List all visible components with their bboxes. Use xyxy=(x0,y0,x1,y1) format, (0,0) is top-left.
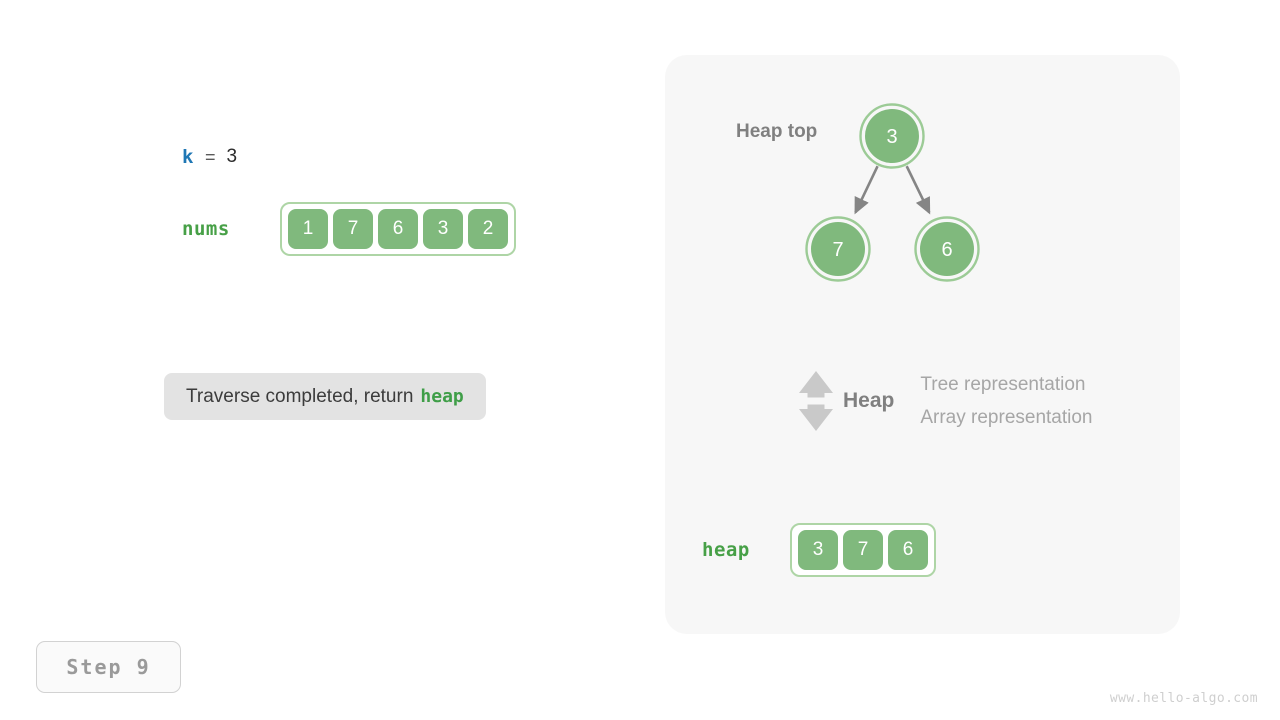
array-cell: 7 xyxy=(842,529,884,571)
step-badge-label: Step 9 xyxy=(66,655,151,679)
array-cell: 2 xyxy=(467,208,509,250)
status-message-text: Traverse completed, return xyxy=(186,385,414,407)
array-cell: 3 xyxy=(797,529,839,571)
heap-legend: Heap Tree representation Array represent… xyxy=(795,368,1093,434)
watermark: www.hello-algo.com xyxy=(1109,691,1258,706)
legend-text-group: Tree representation Array representation xyxy=(920,374,1092,429)
heap-array-label: heap xyxy=(702,539,750,561)
step-badge: Step 9 xyxy=(36,641,181,693)
variable-nums-label: nums xyxy=(182,218,230,240)
variable-k-value: 3 xyxy=(226,146,238,167)
variable-k-equals: = xyxy=(204,146,216,167)
array-cell: 3 xyxy=(422,208,464,250)
array-cell: 1 xyxy=(287,208,329,250)
up-down-arrow-icon xyxy=(799,371,833,431)
heap-top-label: Heap top xyxy=(736,121,818,142)
array-cell: 6 xyxy=(377,208,419,250)
status-message: Traverse completed, return heap xyxy=(164,373,486,420)
variable-k-row: k = 3 xyxy=(182,142,237,172)
status-message-highlight: heap xyxy=(420,386,464,407)
variable-k-name: k xyxy=(182,146,194,168)
legend-tree-representation: Tree representation xyxy=(920,373,1086,395)
array-cell: 6 xyxy=(887,529,929,571)
legend-heap-title: Heap xyxy=(843,389,895,412)
array-cell: 7 xyxy=(332,208,374,250)
legend-array-representation: Array representation xyxy=(920,406,1093,428)
